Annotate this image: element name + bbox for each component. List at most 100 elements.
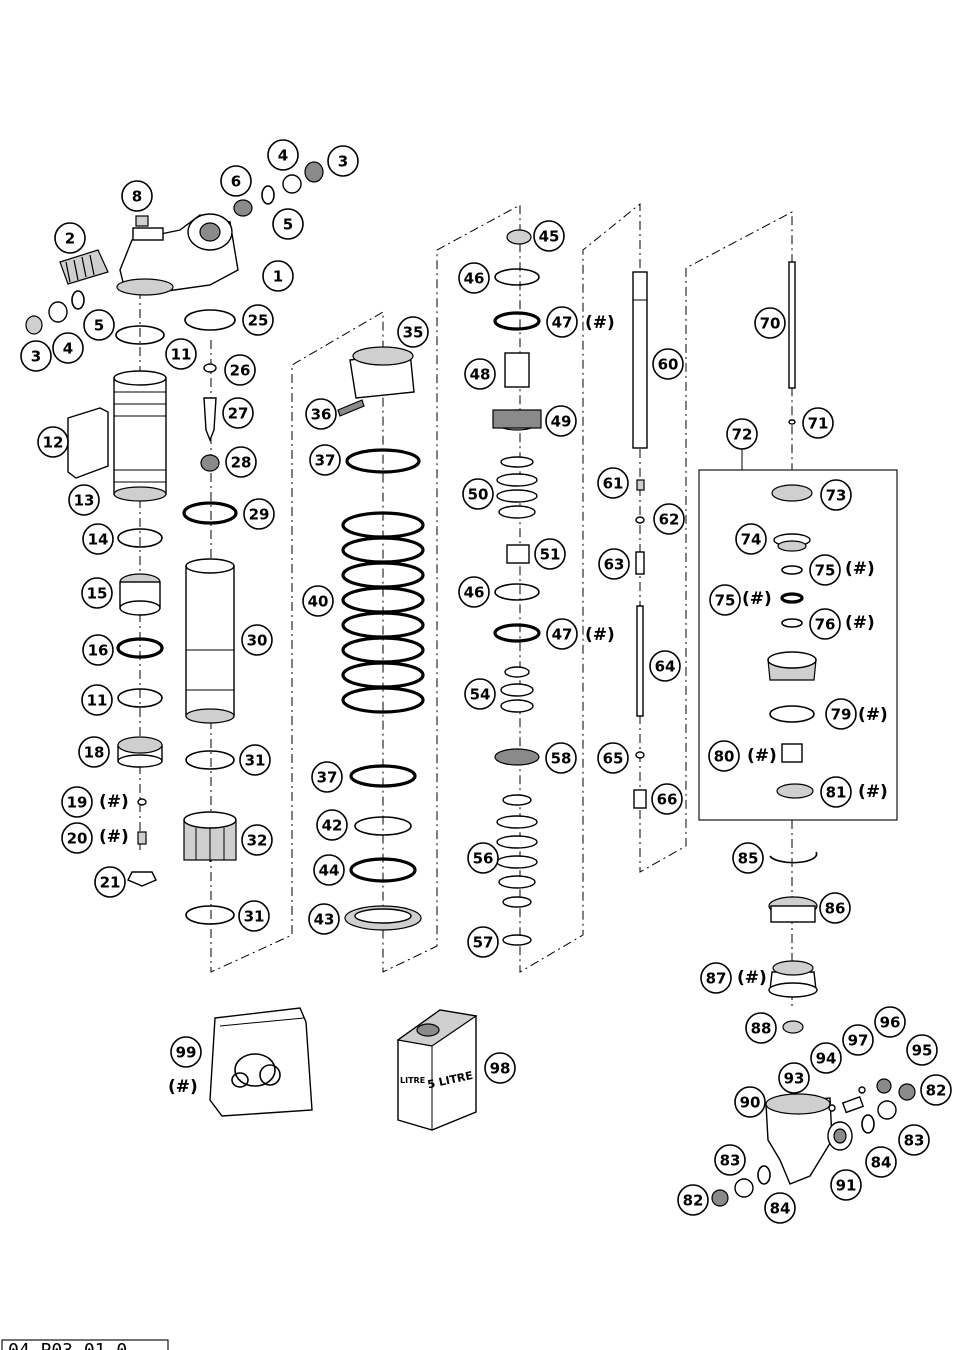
callout-circle <box>311 761 343 793</box>
callout-number: 31 <box>245 752 266 770</box>
callout-number: 74 <box>741 531 762 549</box>
callout-number: 48 <box>470 366 491 384</box>
callout-number: 75 <box>815 562 836 580</box>
callout-number: 99 <box>176 1044 197 1062</box>
callout-circle <box>677 1184 709 1216</box>
hash-marker: (#) <box>585 625 615 645</box>
callout-circle <box>462 478 494 510</box>
callout-circle <box>830 1169 862 1201</box>
hash-marker: (#) <box>99 792 129 812</box>
callout-circle <box>898 1124 930 1156</box>
callout-number: 76 <box>815 616 836 634</box>
callout-circle <box>309 444 341 476</box>
callout-number: 2 <box>65 230 75 248</box>
lower-adjuster <box>768 851 818 1034</box>
callout-number: 40 <box>308 593 329 611</box>
callout-number: 29 <box>249 506 270 524</box>
callout-circle <box>467 926 499 958</box>
callout-number: 70 <box>760 315 781 333</box>
callout-number: 11 <box>171 346 192 364</box>
reservoir-tube <box>67 325 167 502</box>
callout-number: 93 <box>784 1070 805 1088</box>
callout-circle <box>700 962 732 994</box>
callout-circle <box>242 304 274 336</box>
callout-circle <box>225 446 257 478</box>
callout-circle <box>94 866 126 898</box>
callout-number: 63 <box>604 556 625 574</box>
callout-number: 37 <box>317 769 338 787</box>
callout-number: 46 <box>464 584 485 602</box>
callout-number: 27 <box>228 405 249 423</box>
callout-number: 4 <box>63 340 73 358</box>
hash-marker: (#) <box>747 746 777 766</box>
adjuster-valve <box>59 249 109 285</box>
hash-markers: (#) (#) (#) (#) (#) (#) (#) (#) (#) (#) … <box>99 313 888 1097</box>
callout-number: 81 <box>826 784 847 802</box>
callout-number: 84 <box>871 1154 892 1172</box>
callout-circle <box>745 1012 777 1044</box>
callout-number: 20 <box>67 830 88 848</box>
callout-number: 87 <box>706 970 727 988</box>
bump-stop-upper <box>496 456 538 519</box>
callout-number: 8 <box>132 188 142 206</box>
callout-number: 88 <box>751 1020 772 1038</box>
callout-number: 45 <box>539 228 560 246</box>
callout-circle <box>732 842 764 874</box>
callout-circle <box>809 554 841 586</box>
callout-circle <box>222 397 254 429</box>
callout-circle <box>598 548 630 580</box>
callout-number: 82 <box>683 1192 704 1210</box>
callout-number: 31 <box>244 908 265 926</box>
callout-number: 13 <box>74 492 95 510</box>
callout-circle <box>708 740 740 772</box>
callout-number: 26 <box>230 362 251 380</box>
callout-number: 91 <box>836 1177 857 1195</box>
callout-circle <box>778 1062 810 1094</box>
callout-circle <box>754 307 786 339</box>
callout-circle <box>819 892 851 924</box>
damper-body <box>182 309 238 925</box>
oil-can: 5 LITRE LITRE <box>396 1009 478 1131</box>
callout-number: 25 <box>248 312 269 330</box>
callout-number: 65 <box>603 750 624 768</box>
callout-circle <box>810 1042 842 1074</box>
callout-circle <box>825 698 857 730</box>
callout-circle <box>68 484 100 516</box>
callout-circle <box>220 165 252 197</box>
spring-assembly <box>337 346 425 931</box>
callout-number: 61 <box>603 475 624 493</box>
callout-number: 5 <box>283 216 293 234</box>
callout-circle <box>484 1052 516 1084</box>
callout-number: 37 <box>315 452 336 470</box>
callout-circle <box>464 678 496 710</box>
callout-number: 35 <box>403 324 424 342</box>
callout-circle <box>597 467 629 499</box>
piston-rod <box>632 271 648 809</box>
hash-marker: (#) <box>858 705 888 725</box>
callout-number: 16 <box>88 642 109 660</box>
callout-number: 79 <box>831 706 852 724</box>
callout-circle <box>874 1006 906 1038</box>
callout-circle <box>709 584 741 616</box>
top-bushing-parts <box>135 161 324 227</box>
callout-number: 57 <box>473 934 494 952</box>
callout-circle <box>61 822 93 854</box>
callout-circle <box>238 900 270 932</box>
callout-number: 47 <box>552 626 573 644</box>
callout-circle <box>597 742 629 774</box>
kit-box <box>698 469 898 821</box>
callout-number: 15 <box>87 585 108 603</box>
callout-number: 18 <box>84 744 105 762</box>
callout-circle <box>458 262 490 294</box>
callout-circle <box>735 523 767 555</box>
callout-circle <box>241 624 273 656</box>
callout-circle <box>820 776 852 808</box>
callouts: 1233445568111112131415161819202125262728… <box>20 139 952 1224</box>
can-small-label: LITRE <box>400 1076 425 1085</box>
callout-number: 49 <box>551 413 572 431</box>
callout-number: 21 <box>100 874 121 892</box>
callout-number: 30 <box>247 632 268 650</box>
callout-circle <box>170 1036 202 1068</box>
callout-circle <box>809 608 841 640</box>
callout-circle <box>241 824 273 856</box>
